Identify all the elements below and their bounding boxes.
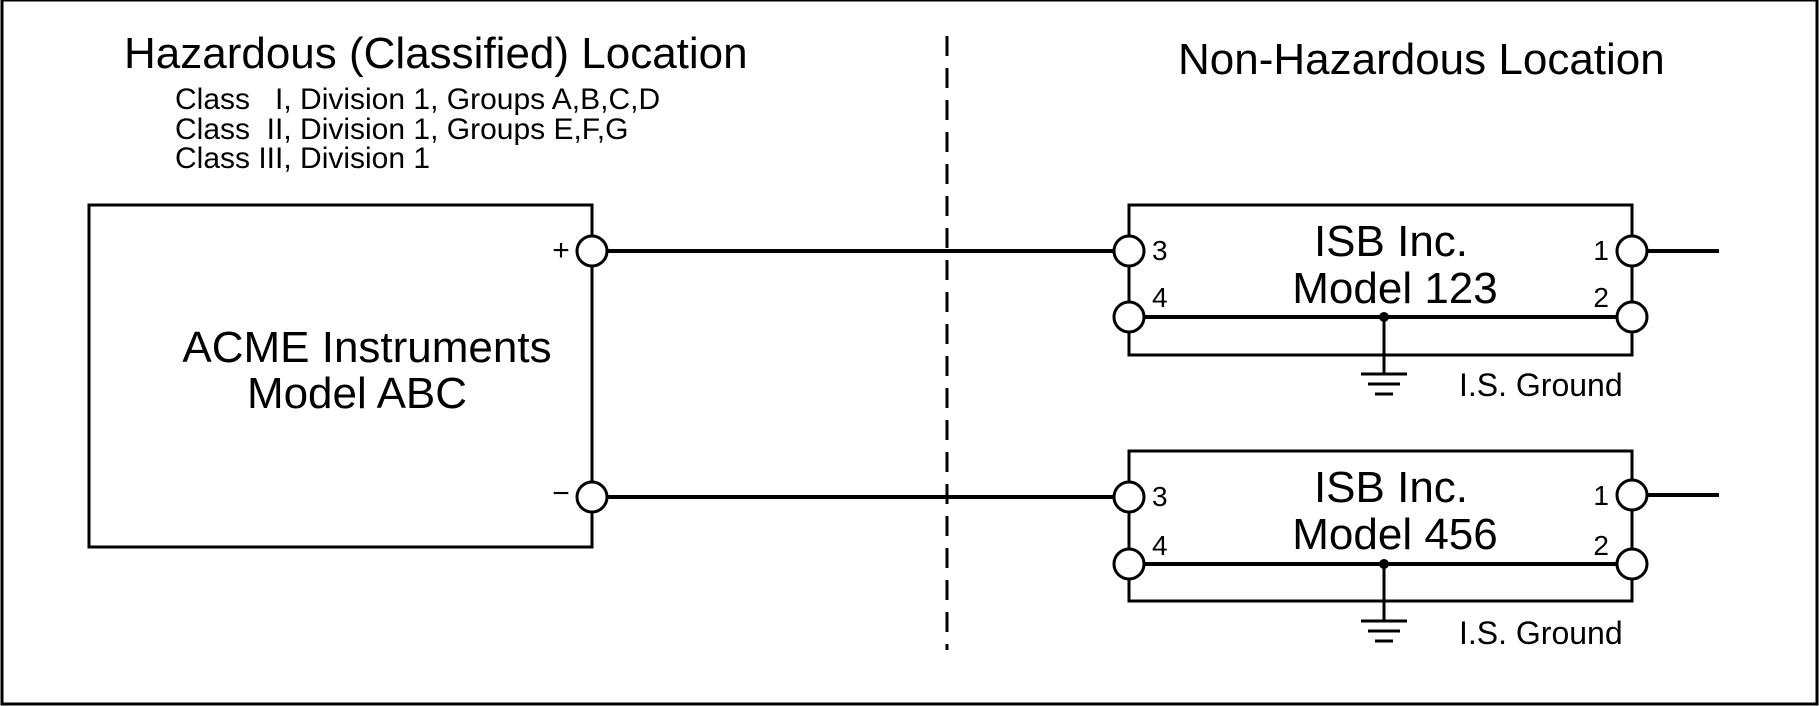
barrier-1-terminal-1	[1615, 234, 1649, 268]
class-line-2: Class II, Division 1, Groups E,F,G	[175, 113, 628, 146]
barrier-1: ISB Inc. Model 123 3 4 1 2 I.S. Ground	[1112, 203, 1719, 403]
barrier-2-terminal-3-label: 3	[1152, 481, 1168, 512]
barrier-2-terminal-1-label: 1	[1593, 480, 1609, 511]
barrier-1-name: ISB Inc.	[1314, 217, 1468, 266]
instrument-name: ACME Instruments	[182, 323, 551, 372]
barrier-2-ground-icon	[1361, 619, 1407, 643]
barrier-1-terminal-2-label: 2	[1593, 282, 1609, 313]
barrier-2-terminal-2	[1615, 547, 1649, 581]
barrier-1-ground-label: I.S. Ground	[1459, 367, 1623, 403]
hazardous-title: Hazardous (Classified) Location	[124, 29, 748, 78]
barrier-1-terminal-4	[1112, 300, 1146, 334]
barrier-2-model: Model 456	[1292, 510, 1497, 559]
barrier-2-terminal-4	[1112, 547, 1146, 581]
barrier-2-terminal-2-label: 2	[1593, 530, 1609, 561]
barrier-1-terminal-3-label: 3	[1152, 235, 1168, 266]
positive-terminal	[575, 234, 609, 268]
barrier-1-terminal-4-label: 4	[1152, 282, 1168, 313]
class-line-3: Class III, Division 1	[175, 142, 430, 175]
barrier-1-terminal-3	[1112, 234, 1146, 268]
non-hazardous-title: Non-Hazardous Location	[1178, 35, 1665, 84]
negative-terminal-label: −	[552, 477, 570, 510]
barrier-1-model: Model 123	[1292, 264, 1497, 313]
class-line-1: Class I, Division 1, Groups A,B,C,D	[175, 83, 660, 116]
barrier-2: ISB Inc. Model 456 3 4 1 2 I.S. Ground	[1112, 449, 1719, 651]
barrier-2-terminal-1	[1615, 478, 1649, 512]
instrument-box: ACME Instruments Model ABC + −	[87, 203, 594, 549]
barrier-1-ground-icon	[1361, 372, 1407, 396]
barrier-1-junction-dot	[1379, 312, 1389, 322]
barrier-1-terminal-1-label: 1	[1593, 235, 1609, 266]
instrument-model: Model ABC	[247, 369, 467, 418]
negative-terminal	[575, 480, 609, 514]
barrier-2-terminal-3	[1112, 480, 1146, 514]
barrier-2-junction-dot	[1379, 559, 1389, 569]
barrier-2-ground-label: I.S. Ground	[1459, 615, 1623, 651]
barrier-2-name: ISB Inc.	[1314, 463, 1468, 512]
barrier-2-terminal-4-label: 4	[1152, 530, 1168, 561]
positive-terminal-label: +	[552, 234, 570, 267]
barrier-1-terminal-2	[1615, 300, 1649, 334]
